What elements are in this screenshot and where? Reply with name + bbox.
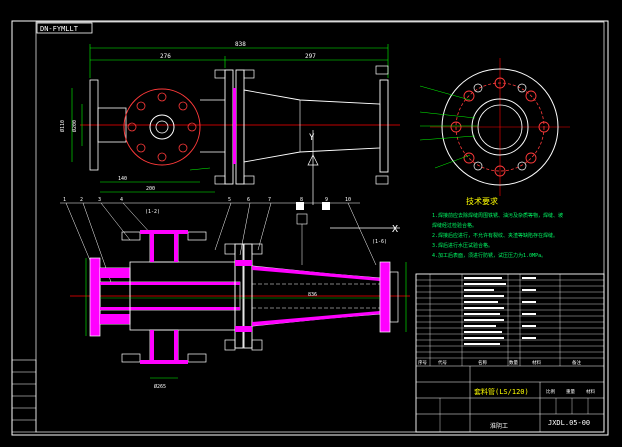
- weight-label: 重量: [566, 388, 575, 395]
- front-view: Ø110 Ø200 140 200: [59, 65, 400, 193]
- dim-left-1: Ø110: [59, 120, 66, 132]
- title-block: 序号 代号 名称 数量 材料 备注 套料管(LS/120) 比例 重量 材料 J…: [415, 273, 605, 433]
- leader-8: 8: [300, 197, 303, 203]
- section-b-label: (1-6): [372, 239, 387, 245]
- dim-top-left: 276: [160, 53, 171, 60]
- leader-7: 7: [268, 197, 271, 203]
- dim-top-right: 297: [305, 53, 316, 60]
- note-line-2: 焊缝经过检验合格。: [432, 222, 477, 229]
- technical-notes: 技术要求 1.焊接前应去除焊缝周围铁锈、油污及杂质等物，焊缝、坡 焊缝经过检验合…: [432, 196, 563, 259]
- dim-section-length: 836: [308, 292, 317, 298]
- leader-callouts: 1 2 3 4 (1-2) 5 6 7 8 9 10: [60, 197, 377, 286]
- notes-heading: 技术要求: [466, 196, 498, 206]
- header-cell-5: 材料: [532, 359, 541, 366]
- scale-label: 比例: [546, 388, 555, 395]
- y-axis-marker: Y: [307, 130, 319, 205]
- header-cell-1: 序号: [418, 359, 427, 366]
- leader-6: 6: [247, 197, 250, 203]
- drawing-frame: [11, 20, 609, 436]
- section-a-label: (1-2): [145, 209, 160, 215]
- header-cell-3: 名称: [478, 359, 487, 366]
- x-axis-marker: X (1-6): [330, 224, 400, 245]
- part-name: 套料管(LS/120): [474, 387, 529, 396]
- x-axis-label: X: [392, 224, 398, 235]
- leader-5: 5: [228, 197, 231, 203]
- dim-flange-dia: Ø265: [154, 383, 166, 390]
- leader-10: 10: [345, 197, 351, 203]
- note-line-1: 1.焊接前应去除焊缝周围铁锈、油污及杂质等物，焊缝、坡: [432, 212, 563, 219]
- y-axis-label: Y: [309, 133, 315, 143]
- material-label: 材料: [586, 388, 595, 395]
- header-cell-4: 数量: [509, 359, 518, 366]
- dim-left-2: Ø200: [71, 120, 78, 132]
- drawing-number: JXDL.05-00: [548, 419, 590, 427]
- leader-1: 1: [63, 197, 66, 203]
- note-line-3: 2.焊接后应进行，不允许有裂纹、夹渣等缺陷存在焊缝。: [432, 232, 558, 239]
- section-view: 836 Ø265: [70, 230, 410, 390]
- header-cell-2: 代号: [438, 359, 447, 366]
- note-line-4: 3.焊后进行水压试验合格。: [432, 242, 493, 249]
- leader-4: 4: [120, 197, 123, 203]
- leader-9: 9: [325, 197, 328, 203]
- dim-bottom-1: 140: [118, 176, 127, 182]
- note-line-5: 4.加工后表面，须进行防锈，试压压力为1.0MPa。: [432, 252, 546, 259]
- drawing-code-tag: DN-FYMLLT: [36, 22, 93, 34]
- school-name: 淮阴工: [490, 422, 508, 430]
- dim-bottom-2: 200: [146, 186, 155, 192]
- flange-end-view: [419, 58, 570, 196]
- drawing-code-text: DN-FYMLLT: [40, 25, 79, 33]
- leader-2: 2: [80, 197, 83, 203]
- header-cell-6: 备注: [572, 359, 581, 366]
- dim-overall: 838: [235, 41, 246, 48]
- leader-3: 3: [98, 197, 101, 203]
- top-dimensions: [89, 44, 389, 78]
